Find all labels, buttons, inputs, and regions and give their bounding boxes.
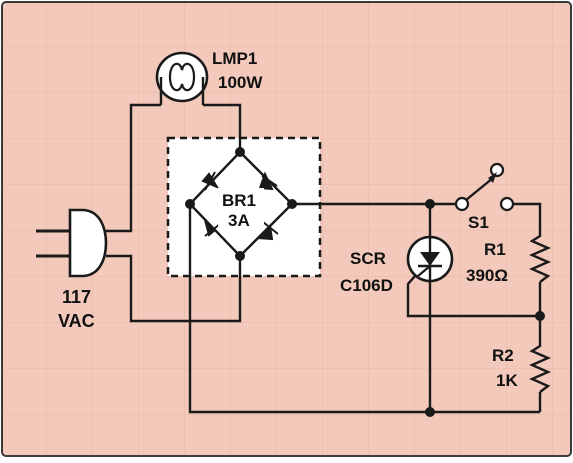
scr-ref-label: SCR — [350, 249, 386, 268]
r1-resistor-icon — [529, 230, 551, 283]
bridge-label-backdrop — [218, 188, 264, 230]
r2-resistor-icon — [529, 340, 551, 393]
plug-voltage-label: 117 — [62, 287, 91, 307]
r2-ref-label: R2 — [492, 346, 514, 365]
bridge-value-label: 3A — [228, 211, 250, 230]
switch-ref-label: S1 — [468, 213, 489, 232]
junction-dots — [185, 147, 545, 417]
lamp-ref-label: LMP1 — [212, 49, 257, 68]
lamp-icon — [155, 51, 209, 105]
switch-icon — [454, 162, 515, 212]
r2-value-label: 1K — [496, 371, 518, 390]
scr-icon — [406, 235, 454, 283]
plug-icon — [36, 208, 108, 278]
bridge-diodes — [201, 171, 279, 241]
r1-value-label: 390Ω — [466, 266, 508, 285]
scr-part-label: C106D — [340, 276, 393, 295]
plug-type-label: VAC — [58, 311, 95, 331]
bridge-ref-label: BR1 — [222, 191, 256, 210]
r1-ref-label: R1 — [484, 240, 506, 259]
lamp-value-label: 100W — [218, 73, 263, 92]
